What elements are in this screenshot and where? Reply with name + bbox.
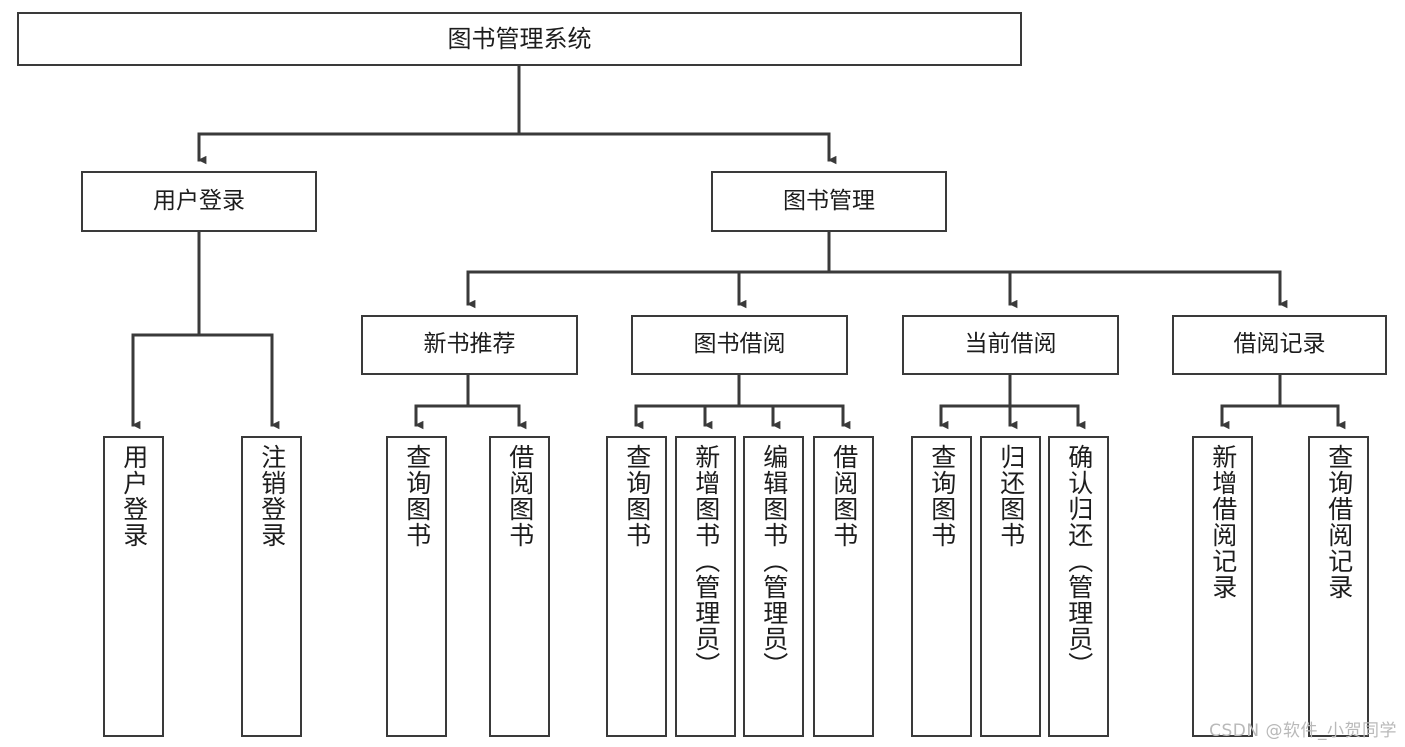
csdn-watermark: CSDN @软件_小贺同学 xyxy=(1209,721,1397,741)
node-leaf-add-borrow-record[interactable]: 新增借阅记录 xyxy=(1192,436,1253,737)
node-label: 归还图书 xyxy=(996,444,1026,548)
node-label: 查询图书 xyxy=(402,444,432,548)
node-leaf-query-book-current[interactable]: 查询图书 xyxy=(911,436,972,737)
node-label: 确认归还（管理员） xyxy=(1064,444,1094,678)
node-label: 查询借阅记录 xyxy=(1324,444,1354,600)
node-label: 新增图书（管理员） xyxy=(691,444,721,678)
node-leaf-query-book-recommend[interactable]: 查询图书 xyxy=(386,436,447,737)
node-leaf-user-login[interactable]: 用户登录 xyxy=(103,436,164,737)
node-current-borrowing[interactable]: 当前借阅 xyxy=(902,315,1119,375)
node-label: 新增借阅记录 xyxy=(1208,444,1238,600)
node-leaf-query-borrow-record[interactable]: 查询借阅记录 xyxy=(1308,436,1369,737)
node-leaf-borrow-book[interactable]: 借阅图书 xyxy=(813,436,874,737)
node-label: 编辑图书（管理员） xyxy=(759,444,789,678)
node-leaf-confirm-return-admin[interactable]: 确认归还（管理员） xyxy=(1048,436,1109,737)
node-borrowing-record[interactable]: 借阅记录 xyxy=(1172,315,1387,375)
node-label: 借阅图书 xyxy=(829,444,859,548)
node-leaf-borrow-book-recommend[interactable]: 借阅图书 xyxy=(489,436,550,737)
node-leaf-add-book-admin[interactable]: 新增图书（管理员） xyxy=(675,436,736,737)
node-leaf-logout-login[interactable]: 注销登录 xyxy=(241,436,302,737)
node-book-borrowing[interactable]: 图书借阅 xyxy=(631,315,848,375)
node-label: 图书管理 xyxy=(783,187,875,214)
node-label: 借阅记录 xyxy=(1233,331,1326,358)
node-label: 当前借阅 xyxy=(964,331,1057,358)
node-label: 用户登录 xyxy=(119,444,149,548)
node-label: 借阅图书 xyxy=(505,444,535,548)
node-new-book-recommendation[interactable]: 新书推荐 xyxy=(361,315,578,375)
node-user-login[interactable]: 用户登录 xyxy=(81,171,317,232)
node-label: 图书管理系统 xyxy=(447,24,592,53)
node-label: 新书推荐 xyxy=(423,331,516,358)
node-label: 图书借阅 xyxy=(693,331,786,358)
node-label: 查询图书 xyxy=(927,444,957,548)
node-label: 注销登录 xyxy=(257,444,287,548)
node-book-management-system[interactable]: 图书管理系统 xyxy=(17,12,1022,66)
node-label: 查询图书 xyxy=(622,444,652,548)
node-label: 用户登录 xyxy=(153,187,245,214)
node-leaf-edit-book-admin[interactable]: 编辑图书（管理员） xyxy=(743,436,804,737)
node-book-management[interactable]: 图书管理 xyxy=(711,171,947,232)
node-leaf-query-book-borrow[interactable]: 查询图书 xyxy=(606,436,667,737)
node-leaf-return-book[interactable]: 归还图书 xyxy=(980,436,1041,737)
